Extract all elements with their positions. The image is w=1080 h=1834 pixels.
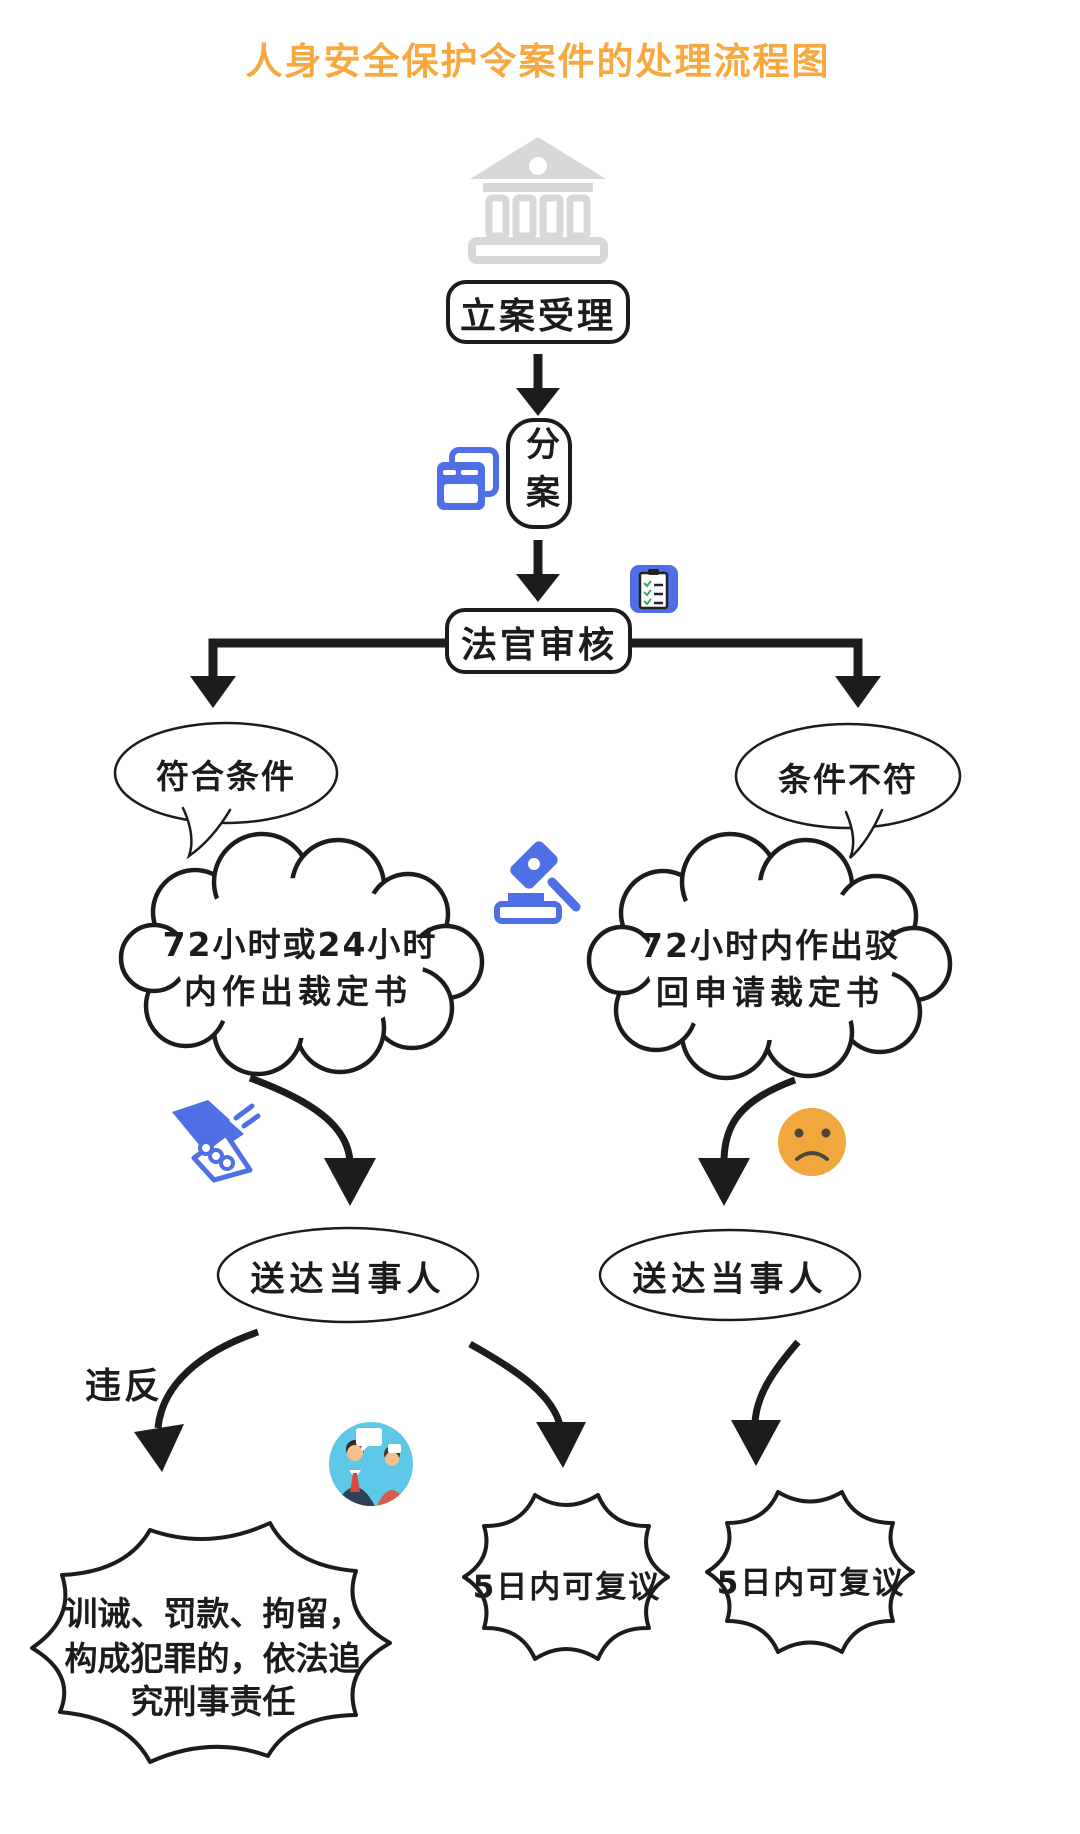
arrow-violate (134, 1328, 260, 1472)
filing-label: 立案受理 (459, 296, 617, 337)
conditions-not-met-bubble (734, 722, 962, 859)
cloud-right-line1: 72小时内作出驳 (640, 926, 900, 965)
branch-right-arrow (630, 638, 881, 708)
sad-face-icon (778, 1108, 846, 1176)
arrow-assignment-to-judge (516, 540, 560, 602)
review-right-label: 5日内可复议 (716, 1565, 906, 1602)
arrow-cloud-right-to-serve (698, 1076, 797, 1206)
penalty-burst-shape (30, 1521, 392, 1764)
ruling-cloud-right (586, 831, 953, 1081)
ruling-cloud-left (118, 831, 485, 1077)
arrow-cloud-left-to-serve (248, 1074, 376, 1206)
discussion-icon (329, 1422, 413, 1506)
penalty-line3: 究刑事责任 (130, 1682, 296, 1721)
filing-box (446, 280, 630, 344)
serve-parties-right-ellipse (598, 1228, 862, 1322)
cloud-left-line2: 内作出裁定书 (184, 972, 412, 1011)
serve-parties-left-label: 送达当事人 (250, 1259, 446, 1300)
assignment-label: 分案 (519, 426, 560, 522)
judge-review-label: 法官审核 (460, 625, 618, 666)
penalty-line1: 训诫、罚款、拘留， (64, 1594, 362, 1633)
serve-parties-right-label: 送达当事人 (632, 1259, 828, 1300)
penalty-line2: 构成犯罪的，依法追 (64, 1639, 362, 1678)
meets-conditions-bubble (113, 721, 339, 860)
review-middle-label: 5日内可复议 (472, 1569, 662, 1606)
violate-label: 违反 (84, 1366, 164, 1407)
arrow-serve-left-to-review (468, 1340, 586, 1468)
arrow-filing-to-assignment (516, 354, 560, 416)
page-title: 人身安全保护令案件的处理流程图 (245, 40, 831, 83)
serve-parties-left-ellipse (216, 1226, 480, 1324)
conditions-not-met-label: 条件不符 (778, 760, 918, 799)
case-files-icon (437, 447, 499, 510)
meets-conditions-label: 符合条件 (156, 757, 296, 796)
branch-left-arrow (190, 638, 447, 708)
cloud-right-line2: 回申请裁定书 (656, 973, 884, 1012)
review-burst-right-shape (705, 1490, 915, 1654)
checklist-icon (630, 565, 678, 613)
gavel-icon (494, 841, 581, 924)
arrow-serve-right-to-review (731, 1339, 801, 1466)
cloud-left-line1: 72小时或24小时 (162, 925, 438, 964)
review-burst-middle-shape (462, 1493, 670, 1661)
handshake-icon (172, 1100, 261, 1183)
assignment-box (506, 418, 572, 529)
courthouse-icon (468, 137, 608, 264)
